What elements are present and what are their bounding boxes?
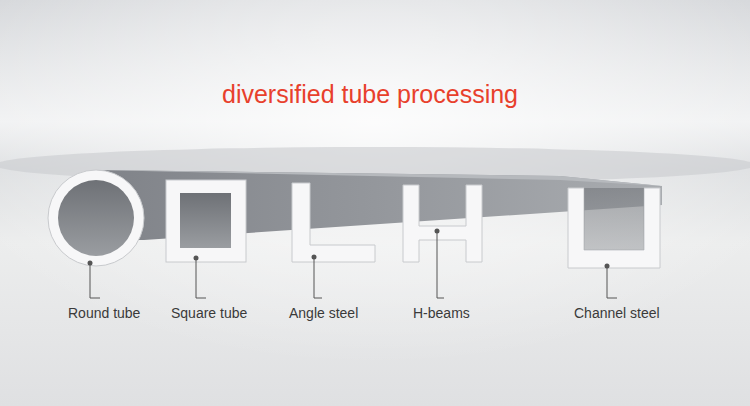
leader-dot — [194, 256, 199, 261]
leader-line — [90, 263, 100, 298]
round-tube-face — [48, 170, 144, 266]
part-label: H-beams — [413, 305, 470, 321]
part-label: Channel steel — [574, 305, 660, 321]
leader-dot — [312, 255, 317, 260]
leader-dot — [88, 261, 93, 266]
square-tube-face — [166, 180, 246, 262]
channel-steel-inside — [584, 188, 644, 250]
leader-line — [314, 257, 322, 298]
leader-dot — [435, 229, 440, 234]
square-tube-bore — [180, 193, 231, 248]
leader-dot — [605, 264, 610, 269]
h-beam-face — [403, 185, 482, 262]
leader-line — [437, 231, 444, 298]
diagram-title: diversified tube processing — [222, 80, 518, 109]
channel-steel-face — [568, 188, 660, 268]
leader-dots — [88, 229, 610, 269]
part-label: Square tube — [171, 305, 247, 321]
leader-lines — [90, 231, 617, 298]
round-tube-bore — [58, 180, 134, 256]
part-label: Round tube — [68, 305, 140, 321]
leader-line — [196, 258, 206, 298]
part-label: Angle steel — [289, 305, 358, 321]
leader-line — [607, 266, 617, 298]
angle-steel-face — [292, 183, 375, 262]
